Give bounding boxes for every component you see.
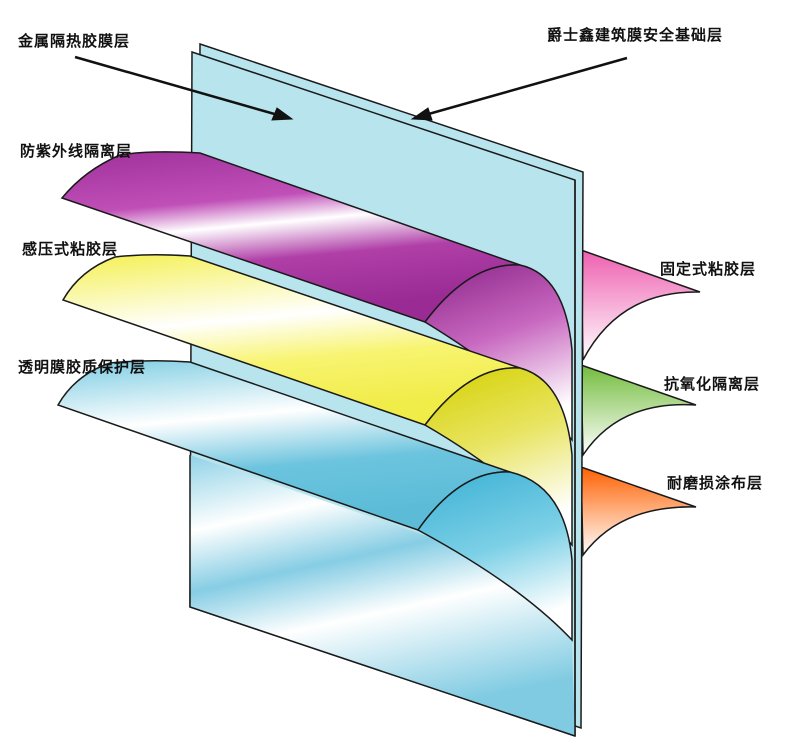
label-pressure-adhesive-layer: 感压式粘胶层: [22, 240, 119, 258]
label-base-layer: 爵士鑫建筑膜安全基础层: [547, 26, 724, 44]
abrasion-coating-wedge: [580, 465, 697, 558]
arrow-metal-layer: [74, 55, 294, 121]
label-transparent-protective-layer: 透明膜胶质保护层: [18, 358, 147, 376]
label-anti-oxidation-layer: 抗氧化隔离层: [664, 375, 761, 393]
transparent-protective-curl: [416, 471, 573, 642]
arrow-base-layer: [410, 56, 628, 121]
anti-oxidation-wedge: [580, 363, 697, 458]
base-layer-lower-face: [190, 455, 575, 736]
label-uv-isolation-layer: 防紫外线隔离层: [20, 142, 133, 160]
label-fixed-adhesive-layer: 固定式粘胶层: [660, 260, 757, 278]
label-metal-heat-insulation-layer: 金属隔热胶膜层: [18, 32, 131, 50]
label-abrasion-coating-layer: 耐磨损涂布层: [667, 474, 764, 492]
fixed-adhesive-wedge: [580, 248, 701, 361]
